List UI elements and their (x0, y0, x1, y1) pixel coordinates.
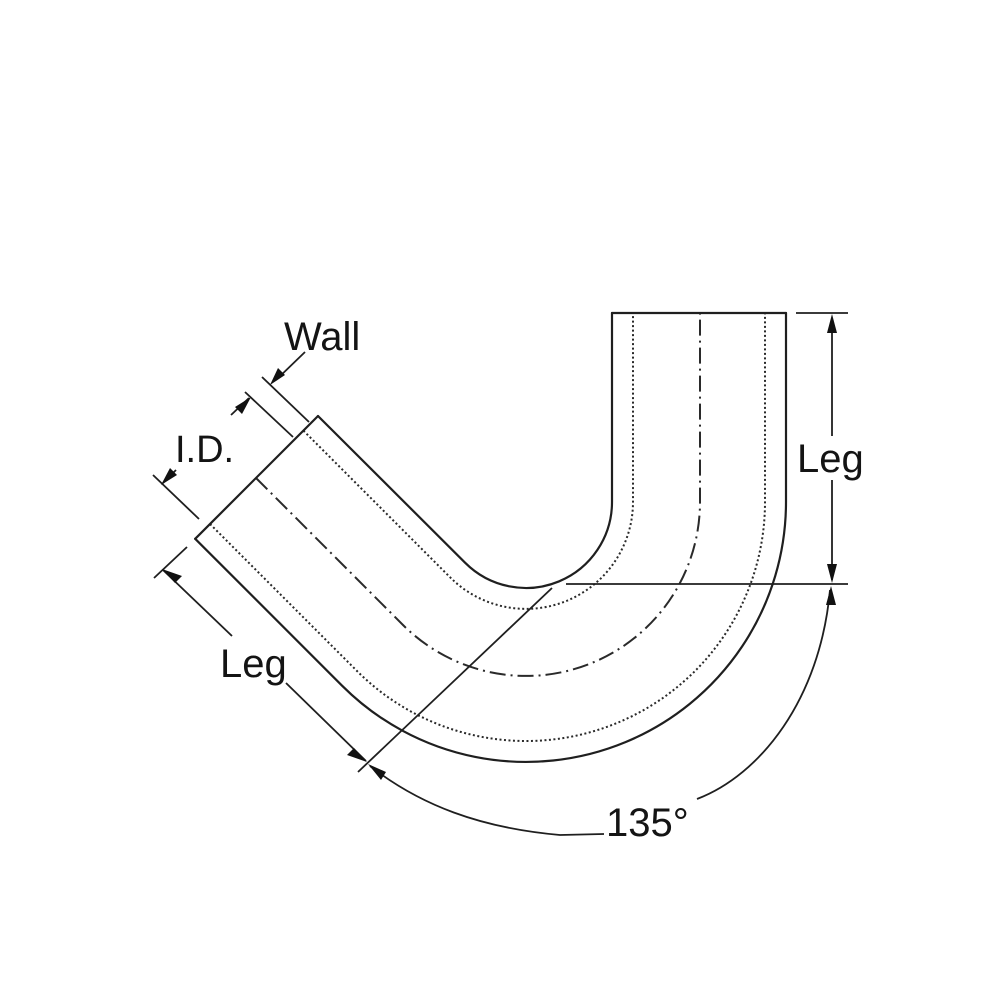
arrowhead-down-icon (827, 564, 837, 583)
id-arrowhead-lower-icon (161, 468, 177, 485)
angle-arrowhead-left-icon (368, 764, 386, 780)
centerline (255, 313, 701, 677)
id-label: I.D. (175, 429, 234, 471)
angle-dimension (368, 586, 836, 836)
elbow-body (194, 311, 788, 763)
id-arrowhead-upper-icon (235, 397, 251, 414)
wall-extension-line-inner (244, 391, 294, 438)
outer-wall-outline (194, 311, 788, 763)
arrowhead-up-icon (827, 314, 837, 333)
vertical-leg-label: Leg (797, 437, 864, 481)
id-extension-line (152, 474, 200, 520)
arrowhead-diagonal-up-icon (162, 569, 182, 583)
inner-wall-outline (316, 311, 614, 590)
wall-dimension (244, 351, 310, 438)
extension-line-diagonal-bend (357, 587, 553, 773)
diagonal-leg-dimension (153, 546, 553, 773)
extension-line-diagonal-end (153, 546, 188, 579)
wall-arrowhead-icon (270, 368, 285, 385)
dimension-line-diagonal-lower (285, 682, 367, 762)
diagonal-leg-end-cap (194, 414, 320, 540)
wall-label: Wall (284, 315, 360, 359)
angle-arc-left (369, 765, 605, 836)
angle-arc-right (696, 589, 831, 800)
vertical-leg-dimension (566, 312, 848, 585)
angle-label: 135° (606, 801, 689, 845)
angle-arrowhead-right-icon (826, 586, 836, 605)
inner-bore-line (302, 313, 634, 610)
arrowhead-diagonal-down-icon (347, 748, 367, 762)
outer-bore-line (209, 313, 766, 742)
diagonal-leg-label: Leg (220, 642, 287, 686)
wall-extension-line-outer (261, 376, 310, 423)
inner-diameter-dimension (152, 397, 251, 520)
